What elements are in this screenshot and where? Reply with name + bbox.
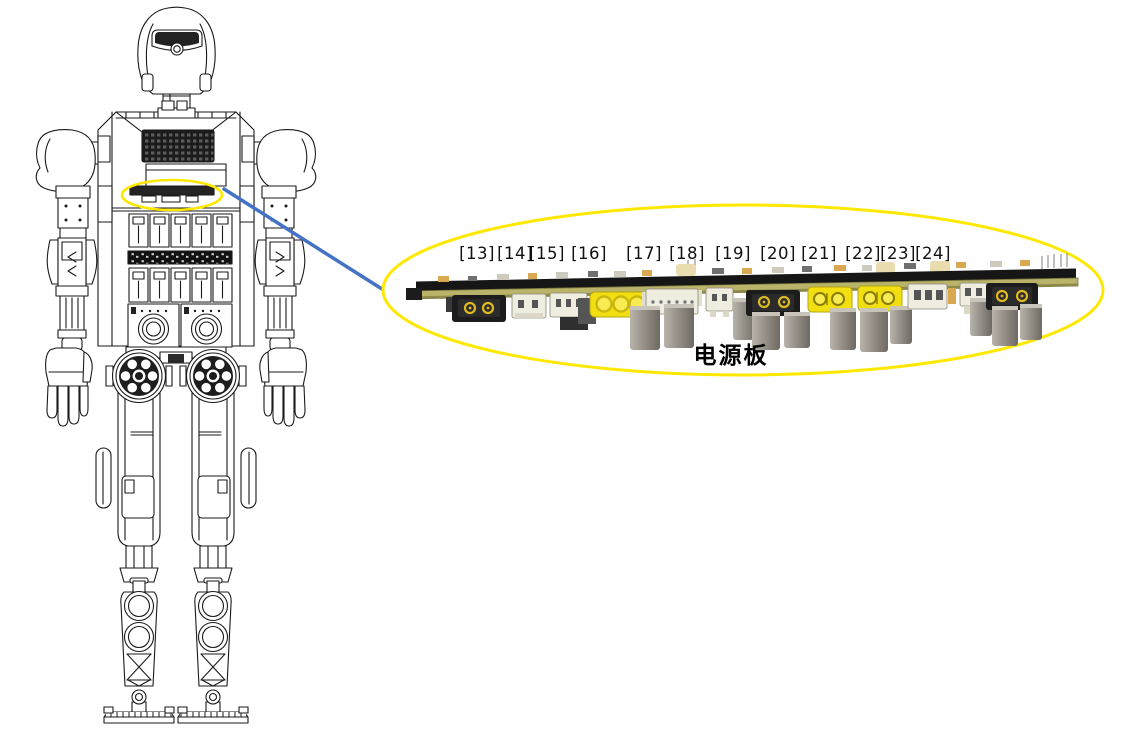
connector-16-yellow-triple-round xyxy=(578,291,647,324)
connector-label-22: [22] xyxy=(845,244,881,263)
connector-label-21: [21] xyxy=(801,244,837,263)
humanoid-robot-drawing xyxy=(35,6,317,724)
power-board-title: 电源板 xyxy=(693,343,769,369)
connector-13-black-dual-port xyxy=(446,295,506,322)
robot-left-leg xyxy=(95,389,175,724)
power-board-side-view xyxy=(406,253,1079,352)
chest-highlight-ellipse xyxy=(120,178,224,212)
connector-21-yellow-xt xyxy=(857,285,903,312)
connector-18-white-small xyxy=(705,287,734,317)
connector-14-white-2pin xyxy=(511,293,547,319)
connector-label-13: [13] xyxy=(459,244,495,263)
connector-label-14: [14] xyxy=(497,244,533,263)
capacitors-group-c xyxy=(830,306,912,352)
robot-head xyxy=(137,6,216,119)
power-board-highlight-ellipse xyxy=(381,203,1105,377)
connector-24-black-dual-port xyxy=(986,283,1038,310)
connector-20-yellow-xt xyxy=(807,286,853,313)
connector-label-24: [24] xyxy=(915,244,951,263)
connector-19-black-dual-port xyxy=(746,290,800,316)
connector-label-17: [17] xyxy=(626,244,662,263)
robot-torso xyxy=(97,111,255,364)
robot-hip-actuators xyxy=(105,348,247,404)
connector-label-16: [16] xyxy=(571,244,607,263)
connector-label-18: [18] xyxy=(669,244,705,263)
robot-right-leg xyxy=(177,389,257,724)
capacitors-group-b2 xyxy=(752,312,810,350)
connector-label-19: [19] xyxy=(715,244,751,263)
capacitors-group-a xyxy=(630,304,694,350)
connector-22-white-3slot xyxy=(907,283,956,310)
robot-right-arm xyxy=(249,129,317,427)
callout-connector-line xyxy=(222,187,384,291)
capacitors-group-d2 xyxy=(992,304,1042,346)
connector-label-23: [23] xyxy=(880,244,916,263)
connector-label-15: [15] xyxy=(529,244,565,263)
connector-label-20: [20] xyxy=(760,244,796,263)
robot-left-arm xyxy=(35,129,103,427)
